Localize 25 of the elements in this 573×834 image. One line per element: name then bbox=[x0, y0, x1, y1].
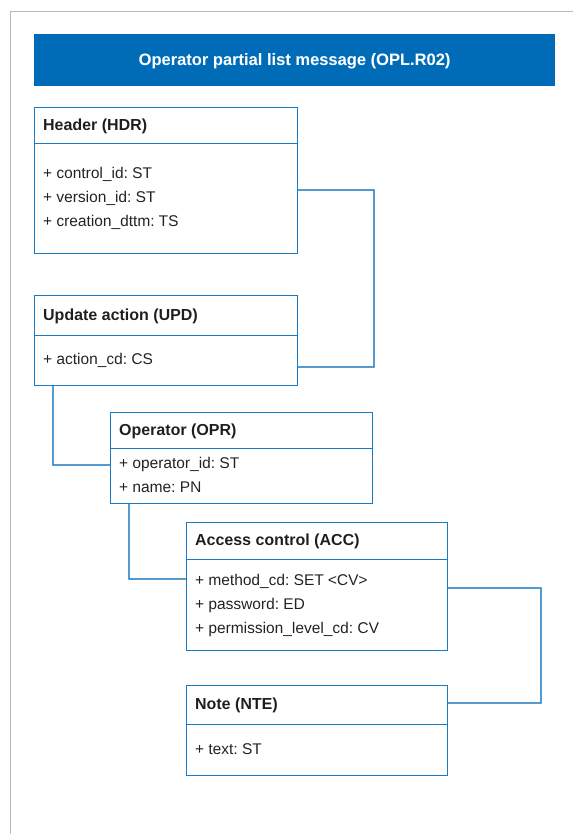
connector-line bbox=[448, 587, 542, 704]
attribute-text: + control_id: ST bbox=[43, 164, 153, 184]
class-name: Access control (ACC) bbox=[195, 532, 360, 550]
attribute-text: + password: ED bbox=[195, 594, 306, 614]
attribute-text: + name: PN bbox=[119, 478, 202, 498]
class-box bbox=[186, 522, 448, 651]
class-box bbox=[34, 107, 298, 254]
connector-line bbox=[128, 504, 186, 580]
attribute-text: + creation_dttm: TS bbox=[43, 212, 180, 232]
class-box bbox=[186, 685, 448, 776]
title-banner: Operator partial list message (OPL.R02) bbox=[34, 34, 555, 86]
connector-line bbox=[298, 189, 375, 368]
class-name: Update action (UPD) bbox=[43, 306, 198, 324]
class-name: Header (HDR) bbox=[43, 116, 148, 134]
attribute-text: + permission_level_cd: CV bbox=[195, 618, 380, 638]
class-box bbox=[110, 412, 373, 504]
attribute-text: + action_cd: CS bbox=[43, 350, 154, 370]
class-box bbox=[34, 295, 298, 386]
connector-line bbox=[52, 386, 110, 466]
attribute-text: + text: ST bbox=[195, 740, 263, 760]
class-name: Operator (OPR) bbox=[119, 422, 236, 440]
attribute-text: + version_id: ST bbox=[43, 188, 156, 208]
attribute-text: + method_cd: SET <CV> bbox=[195, 570, 368, 590]
class-name: Note (NTE) bbox=[195, 696, 278, 714]
attribute-text: + operator_id: ST bbox=[119, 454, 240, 474]
